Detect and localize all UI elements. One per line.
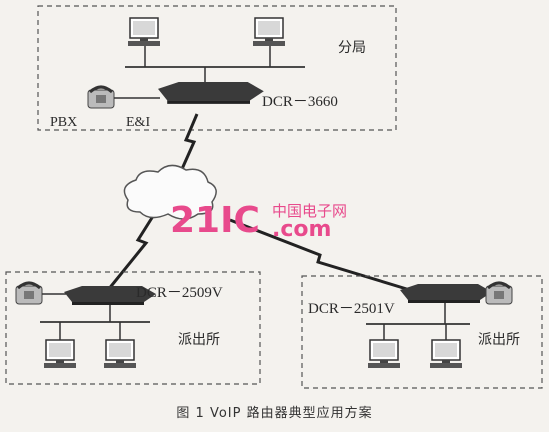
- router-label-dcr2509v: DCR－2509V: [136, 285, 223, 301]
- phone-icon: [14, 281, 44, 306]
- pc-icon: [103, 339, 137, 369]
- server-icon: [252, 17, 286, 47]
- ei-label: E&I: [126, 115, 150, 130]
- link-cloud-to-right: [229, 218, 411, 292]
- watermark-chinese: 中国电子网: [272, 202, 347, 220]
- right-station-box: [301, 275, 543, 389]
- pbx-icon: [86, 85, 116, 110]
- left-station-label: 派出所: [178, 332, 220, 348]
- left-station-box: [5, 271, 261, 385]
- pbx-label: PBX: [50, 115, 77, 130]
- link-branch-to-cloud: [176, 113, 199, 179]
- wan-cloud: [123, 164, 217, 220]
- figure-caption: 图 1 VoIP 路由器典型应用方案: [176, 406, 373, 421]
- phone-icon: [484, 281, 514, 306]
- router-icon: [400, 284, 492, 303]
- watermark-domain: .com: [272, 217, 331, 242]
- watermark-21ic: 21IC: [170, 200, 260, 241]
- pc-icon: [367, 339, 401, 369]
- pc-icon: [127, 17, 161, 47]
- router-label-dcr2501v: DCR－2501V: [308, 301, 395, 317]
- branch-office-label: 分局: [338, 40, 366, 56]
- branch-office-box: [37, 5, 397, 131]
- pc-icon: [43, 339, 77, 369]
- router-icon: [158, 82, 264, 104]
- right-station-label: 派出所: [478, 332, 520, 348]
- router-label-dcr3660: DCR－3660: [262, 94, 338, 110]
- link-cloud-to-left: [106, 204, 162, 291]
- pc-icon: [429, 339, 463, 369]
- network-diagram: 分局 DCR－3660 PBX E&I 21IC 中国电子网 .com DCR－…: [5, 5, 543, 389]
